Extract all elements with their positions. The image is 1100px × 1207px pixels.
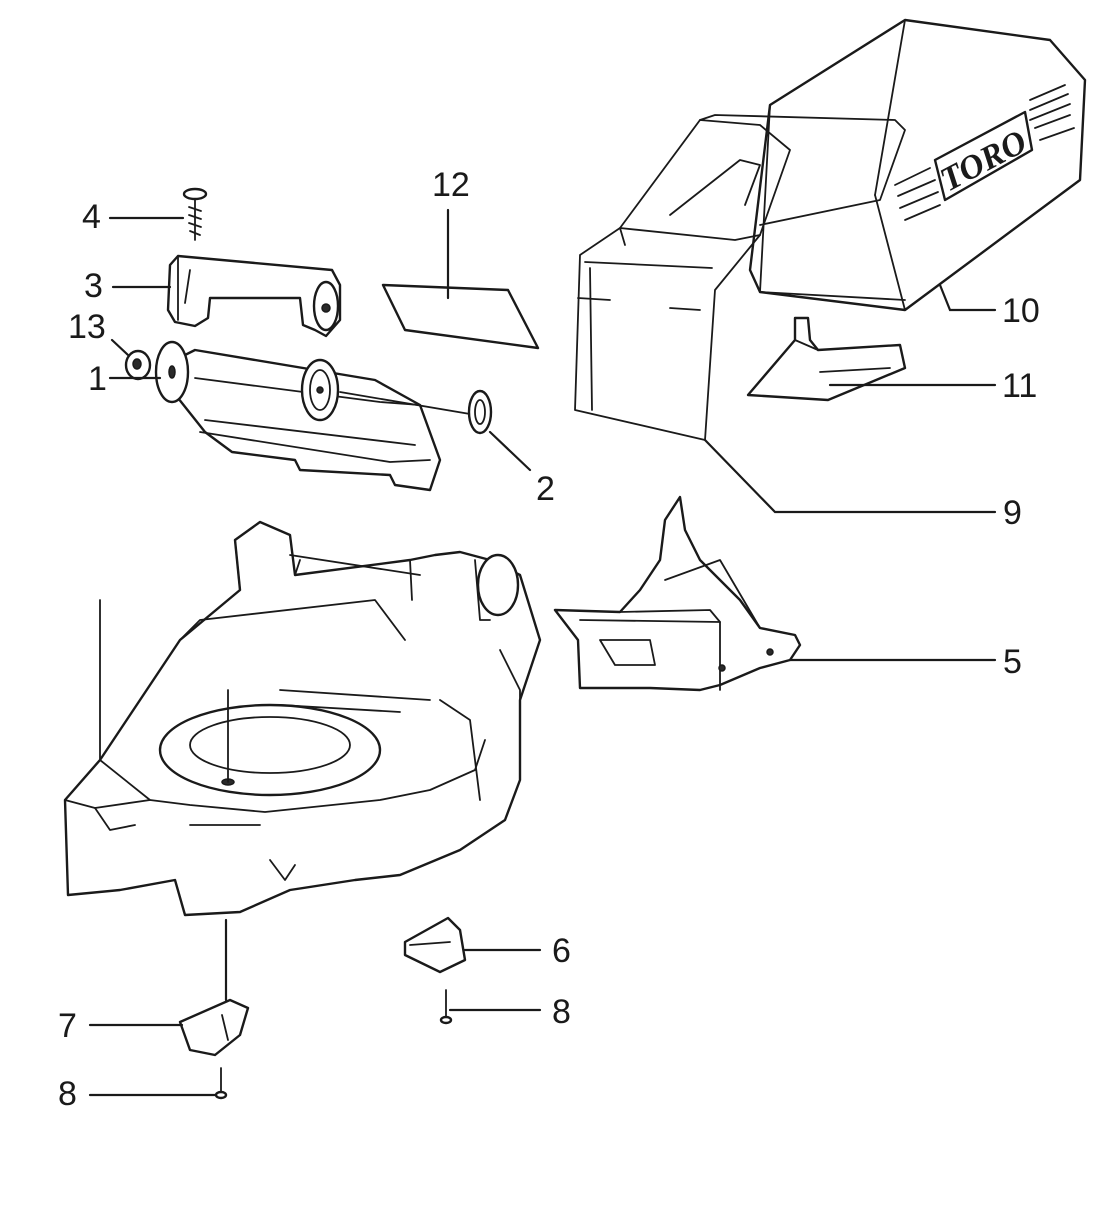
callout-1: 1	[88, 360, 107, 398]
grass-bag-cover: TORO	[748, 18, 1087, 312]
callout-9: 9	[1003, 494, 1022, 532]
callout-2: 2	[536, 470, 555, 508]
warning-label	[381, 283, 540, 350]
callout-11: 11	[1002, 367, 1037, 405]
handle-bracket	[166, 254, 342, 338]
callout-12: 12	[432, 166, 470, 204]
cover-stripes	[894, 84, 1075, 221]
callout-10: 10	[1002, 292, 1040, 330]
mower-deck	[63, 520, 542, 917]
bushing	[124, 349, 152, 381]
screw-right	[439, 989, 453, 1025]
bag-bracket	[746, 316, 907, 402]
callout-13: 13	[68, 308, 106, 346]
rear-axle-housing	[154, 340, 471, 492]
callout-5: 5	[1003, 643, 1022, 681]
leader-lines	[88, 208, 997, 1097]
bag-frame	[574, 114, 906, 441]
callout-8-left: 8	[58, 1075, 77, 1113]
callout-4: 4	[82, 198, 101, 236]
callout-labels: 4 3 13 1 12 2 10 11 9 5 6 8 7 8	[58, 166, 1040, 1113]
callout-7: 7	[58, 1007, 77, 1045]
axle-cap	[467, 389, 493, 435]
callout-6: 6	[552, 932, 571, 970]
deflector	[403, 916, 467, 974]
screw	[182, 187, 208, 241]
callout-8-right: 8	[552, 993, 571, 1031]
discharge-chute	[553, 495, 802, 692]
screw-left	[214, 1067, 228, 1100]
front-bracket	[178, 998, 250, 1057]
callout-3: 3	[84, 267, 103, 305]
